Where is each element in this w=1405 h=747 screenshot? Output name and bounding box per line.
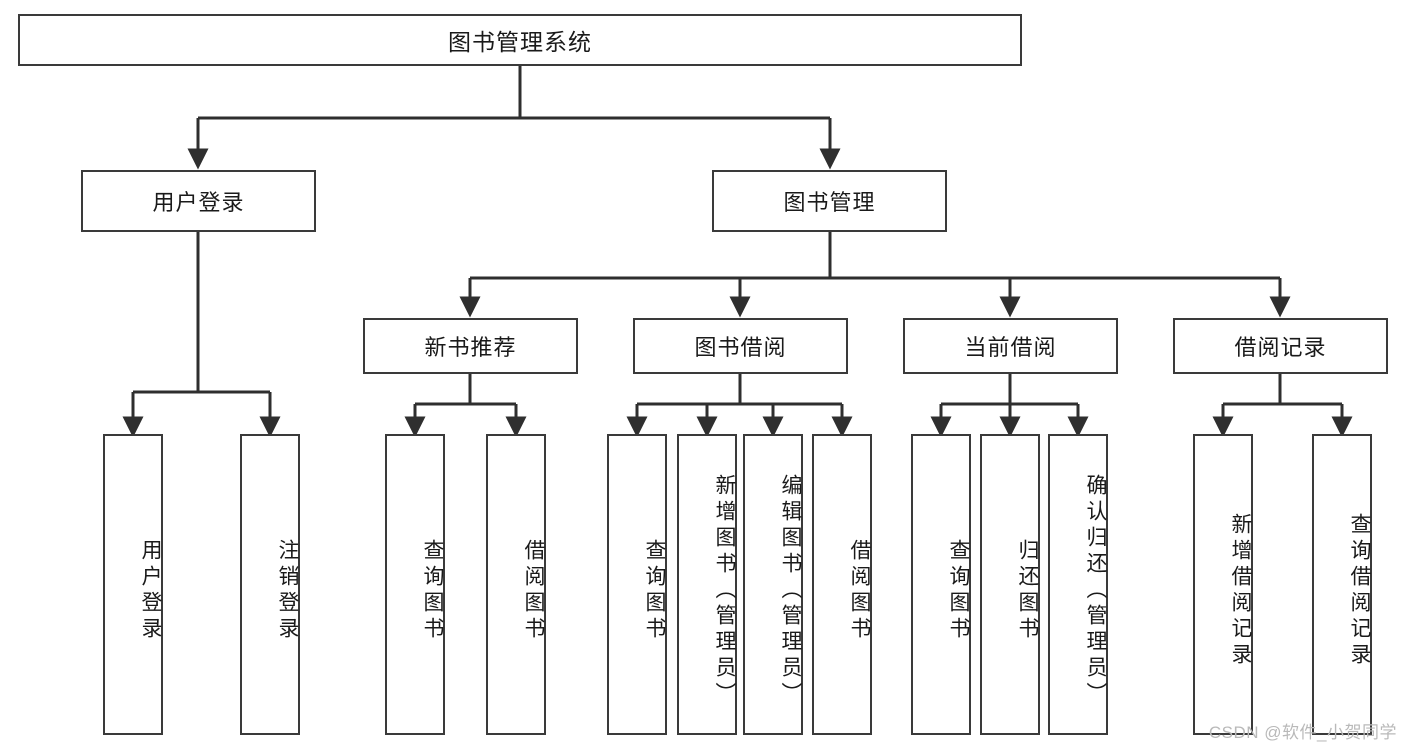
- leaf-borrow-record-add[interactable]: 新增借阅记录: [1193, 434, 1253, 735]
- leaf-new-book-query[interactable]: 查询图书: [385, 434, 445, 735]
- leaf-user-login-logout[interactable]: 注销登录: [240, 434, 300, 735]
- leaf-book-borrow-borrow[interactable]: 借阅图书: [812, 434, 872, 735]
- watermark: CSDN @软件_小贺同学: [1208, 723, 1397, 742]
- leaf-label: 查询图书: [643, 538, 666, 643]
- leaf-label: 编辑图书（管理员）: [779, 473, 802, 708]
- leaf-book-borrow-query[interactable]: 查询图书: [607, 434, 667, 735]
- leaf-current-borrow-query[interactable]: 查询图书: [911, 434, 971, 735]
- leaf-user-login-login[interactable]: 用户登录: [103, 434, 163, 735]
- leaf-current-borrow-return[interactable]: 归还图书: [980, 434, 1040, 735]
- leaf-label: 新增借阅记录: [1229, 512, 1252, 669]
- leaf-label: 用户登录: [139, 538, 162, 643]
- leaf-borrow-record-query[interactable]: 查询借阅记录: [1312, 434, 1372, 735]
- node-root[interactable]: 图书管理系统: [18, 14, 1022, 66]
- node-book-management-label: 图书管理: [783, 190, 876, 215]
- leaf-label: 注销登录: [276, 538, 299, 643]
- leaf-label: 借阅图书: [848, 538, 871, 643]
- leaf-label: 归还图书: [1016, 538, 1039, 643]
- node-borrow-record[interactable]: 借阅记录: [1173, 318, 1388, 374]
- leaf-book-borrow-add[interactable]: 新增图书（管理员）: [677, 434, 737, 735]
- node-user-login-label: 用户登录: [152, 190, 245, 215]
- node-new-book-recommend-label: 新书推荐: [424, 335, 517, 360]
- leaf-label: 查询图书: [421, 538, 444, 643]
- leaf-label: 查询借阅记录: [1348, 512, 1371, 669]
- leaf-label: 确认归还（管理员）: [1084, 473, 1107, 708]
- leaf-new-book-borrow[interactable]: 借阅图书: [486, 434, 546, 735]
- leaf-label: 查询图书: [947, 538, 970, 643]
- leaf-label: 借阅图书: [522, 538, 545, 643]
- leaf-book-borrow-edit[interactable]: 编辑图书（管理员）: [743, 434, 803, 735]
- node-book-management[interactable]: 图书管理: [712, 170, 947, 232]
- leaf-current-borrow-confirm-return[interactable]: 确认归还（管理员）: [1048, 434, 1108, 735]
- leaf-label: 新增图书（管理员）: [713, 473, 736, 708]
- node-book-borrow[interactable]: 图书借阅: [633, 318, 848, 374]
- node-current-borrow-label: 当前借阅: [964, 335, 1057, 360]
- node-root-label: 图书管理系统: [448, 29, 592, 55]
- node-borrow-record-label: 借阅记录: [1234, 335, 1327, 360]
- node-user-login[interactable]: 用户登录: [81, 170, 316, 232]
- node-book-borrow-label: 图书借阅: [694, 335, 787, 360]
- node-new-book-recommend[interactable]: 新书推荐: [363, 318, 578, 374]
- node-current-borrow[interactable]: 当前借阅: [903, 318, 1118, 374]
